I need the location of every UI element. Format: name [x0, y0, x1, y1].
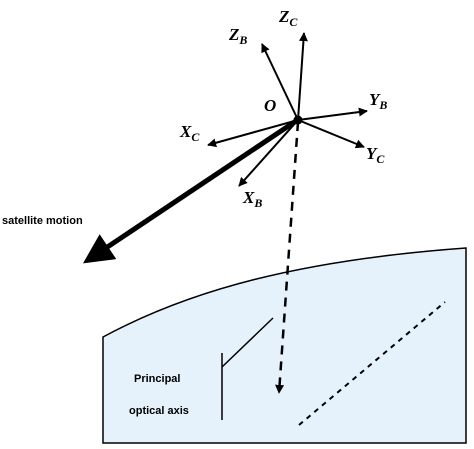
yc-label-main: Y [366, 144, 378, 163]
zc-label-main: Z [278, 7, 289, 26]
yc-label: YC [366, 144, 385, 166]
satellite-motion-arrow [83, 118, 298, 264]
xc-label-main: X [179, 122, 192, 141]
ground-track-dashed-line [298, 301, 446, 426]
ground-region [102, 247, 467, 444]
yb-label-main: Y [369, 90, 381, 109]
origin-label: O [264, 96, 276, 115]
principal-optical-axis-arrow [275, 121, 300, 394]
xc-label-sub: C [191, 130, 200, 144]
label-leader-diagonal [221, 317, 274, 368]
zc-axis-arrow [297, 32, 308, 121]
zb-axis-arrow [261, 43, 299, 121]
yb-label: YB [369, 90, 387, 112]
satellite-motion-label: satellite motion [2, 215, 83, 227]
xb-label-main: X [242, 188, 255, 207]
xb-label-sub: B [253, 196, 262, 210]
xb-axis-arrow [238, 119, 299, 187]
principal-label-line2: optical axis [129, 405, 189, 417]
zb-label-main: Z [228, 25, 239, 44]
principal-label-line1: Principal [134, 373, 180, 385]
yc-axis-arrow [297, 119, 365, 149]
origin-point [293, 115, 303, 125]
zc-label-sub: C [289, 15, 298, 29]
yc-label-sub: C [376, 152, 385, 166]
yb-axis-arrow [297, 107, 368, 121]
zc-label: ZC [278, 7, 298, 29]
yb-label-sub: B [378, 98, 387, 112]
zb-label-sub: B [238, 33, 247, 47]
xb-label: XB [242, 188, 262, 210]
xc-axis-arrow [207, 119, 299, 148]
xc-label: XC [179, 122, 200, 144]
zb-label: ZB [228, 25, 247, 47]
